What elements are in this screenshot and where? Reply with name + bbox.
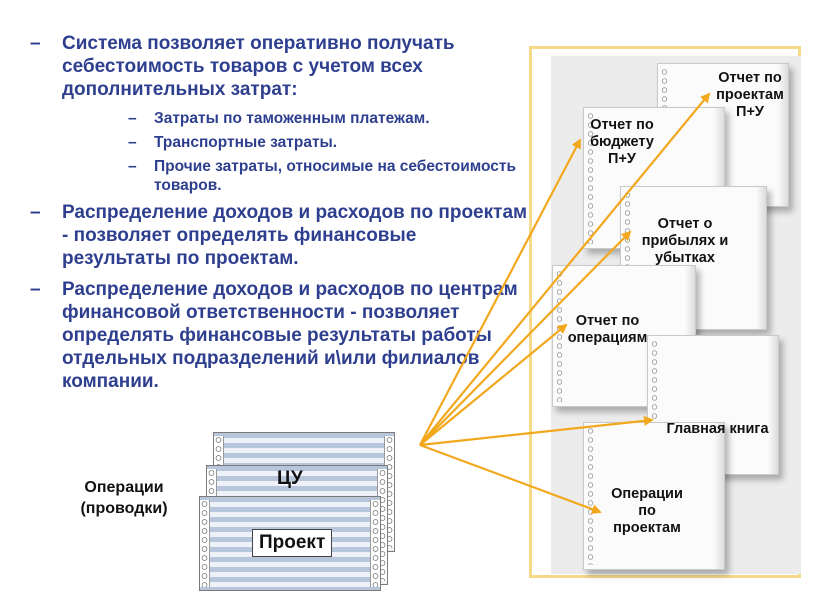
sub-bullet-list: – Затраты по таможенным платежам. – Тран…: [30, 109, 530, 195]
sub-bullet-transport: – Транспортные затраты.: [128, 133, 530, 152]
label-line: Отчет по: [590, 117, 654, 133]
bullet-dash: –: [128, 110, 137, 127]
label-line: Отчет по: [718, 70, 782, 86]
label-line: по: [638, 503, 656, 519]
label-line: убытках: [655, 250, 715, 266]
sub-bullet-customs: – Затраты по таможенным платежам.: [128, 109, 530, 128]
label-profit-loss: Отчет о прибылях и убытках: [635, 216, 735, 267]
bullet-projects: – Распределение доходов и расходов по пр…: [30, 201, 530, 270]
label-line: операциям: [567, 330, 648, 346]
label-line: Операции: [611, 486, 683, 502]
bullet-text: Распределение доходов и расходов по прое…: [62, 202, 528, 269]
label-line: Отчет по: [575, 313, 640, 329]
label-general-ledger: Главная книга: [655, 421, 780, 438]
bullet-dash: –: [128, 134, 137, 151]
label-project-ops: Операции по проектам: [597, 486, 697, 537]
label-budget-pnl: Отчет по бюджету П+У: [582, 117, 662, 168]
sprocket-holes: [370, 500, 380, 587]
label-operations: Отчет по операциям: [560, 313, 655, 347]
bullet-text: Распределение доходов и расходов по цент…: [62, 279, 518, 392]
sub-bullet-text: Прочие затраты, относимые на себестоимос…: [154, 158, 517, 194]
report-page-project-ops: [583, 422, 725, 570]
bullet-dash: –: [128, 158, 137, 175]
sheet-label-project: Проект: [252, 529, 333, 557]
bullet-list: – Система позволяет оперативно получать …: [30, 32, 530, 401]
operations-label-line1: Операции: [84, 479, 164, 496]
bullet-dash: –: [30, 33, 41, 54]
operations-label: Операции (проводки): [64, 477, 184, 519]
label-line: проектам: [716, 87, 784, 103]
bullet-text: Система позволяет оперативно получать се…: [62, 33, 455, 100]
sprocket-holes: [200, 500, 210, 587]
sub-bullet-text: Затраты по таможенным платежам.: [154, 110, 430, 127]
printout-sheet-project: Проект: [199, 496, 381, 591]
label-line: П+У: [736, 104, 764, 120]
bullet-cost: – Система позволяет оперативно получать …: [30, 32, 530, 101]
label-line: прибылях и: [641, 233, 729, 249]
bullet-dash: –: [30, 279, 41, 300]
label-line: П+У: [608, 151, 636, 167]
label-line: проектам: [613, 520, 681, 536]
label-line: бюджету: [590, 134, 654, 150]
label-projects-pnl: Отчет по проектам П+У: [710, 70, 790, 121]
label-line: Отчет о: [657, 216, 713, 232]
sub-bullet-text: Транспортные затраты.: [154, 134, 338, 151]
bullet-dash: –: [30, 202, 41, 223]
sub-bullet-other: – Прочие затраты, относимые на себестоим…: [128, 157, 530, 195]
label-line: Главная книга: [666, 421, 769, 437]
sheet-label-cu: ЦУ: [277, 468, 303, 489]
operations-label-line2: (проводки): [80, 500, 168, 517]
bullet-responsibility-centers: – Распределение доходов и расходов по це…: [30, 278, 530, 393]
